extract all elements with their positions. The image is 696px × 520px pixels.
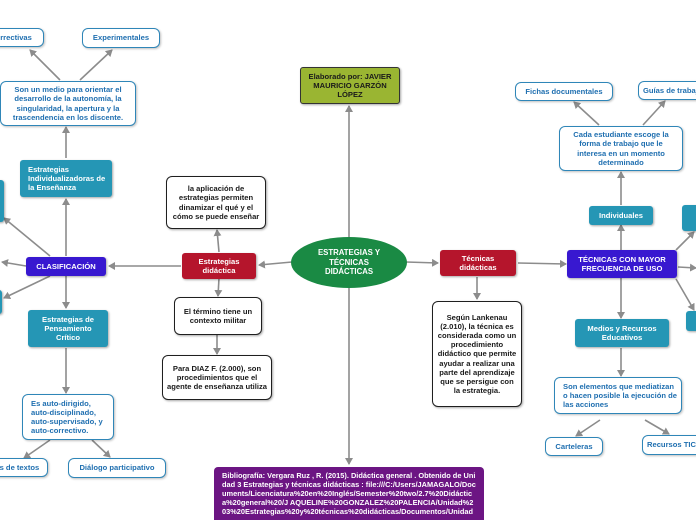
guias-trabajo-label: Guías de trabajo <box>643 85 696 95</box>
pensamiento-description-node[interactable]: Es auto-dirigido, auto-disciplinado, aut… <box>22 394 114 440</box>
frequent-techniques-node[interactable]: TÉCNICAS CON MAYOR FRECUENCIA DE USO <box>567 250 677 278</box>
individuales-description-text: Cada estudiante escoge la forma de traba… <box>573 130 669 167</box>
link-description-carteleras <box>575 419 601 437</box>
frequent-techniques-label: TÉCNICAS CON MAYOR FRECUENCIA DE USO <box>578 254 666 273</box>
author-text: Elaborado por: JAVIER MAURICIO GARZÓN LÓ… <box>308 71 392 100</box>
bibliography-text: Bibliografía: Vergara Ruz , R. (2015). D… <box>222 471 476 516</box>
individualizadoras-description-node[interactable]: Son un medio para orientar el desarrollo… <box>0 81 136 126</box>
lankenau-definition-node[interactable]: Según Lankenau (2.010), la técnica es co… <box>432 301 522 407</box>
strategies-definition-text: la aplicación de estrategias permiten di… <box>172 184 260 221</box>
pensamiento-critico-node[interactable]: Estrategias de Pensamiento Crítico <box>28 310 108 347</box>
pensamiento-description-text: Es auto-dirigido, auto-disciplinado, aut… <box>31 398 103 436</box>
offscreen-node-lower[interactable] <box>0 290 2 314</box>
classification-label: CLASIFICACIÓN <box>36 261 96 271</box>
offscreen-node-right-upper[interactable] <box>682 205 696 231</box>
military-term-text: El término tiene un contexto militar <box>183 306 253 325</box>
fichas-documentales-node[interactable]: Fichas documentales <box>515 82 613 101</box>
author-node[interactable]: Elaborado por: JAVIER MAURICIO GARZÓN LÓ… <box>300 67 400 104</box>
bibliography-node[interactable]: Bibliografía: Vergara Ruz , R. (2015). D… <box>214 467 484 520</box>
link-description-fichas <box>573 101 600 126</box>
experimentales-label: Experimentales <box>92 33 150 43</box>
analisis-textos-label: Análisis de textos <box>0 462 40 472</box>
techniques-label: Técnicas didácticas <box>459 253 497 272</box>
link-central-techniques <box>405 258 439 267</box>
individuales-label: Individuales <box>599 210 643 220</box>
dialogo-participativo-label: Diálogo participativo <box>79 463 155 473</box>
link-frequent-offscreen-lower <box>675 278 695 311</box>
medios-description-node[interactable]: Son elementos que mediatizan o hacen pos… <box>554 377 682 414</box>
link-description-textos <box>23 439 51 459</box>
medios-recursos-node[interactable]: Medios y Recursos Educativos <box>575 319 669 347</box>
military-term-node[interactable]: El término tiene un contexto militar <box>174 297 262 335</box>
strategies-node[interactable]: Estrategias didáctica <box>182 253 256 279</box>
lankenau-definition-text: Según Lankenau (2.010), la técnica es co… <box>437 313 517 395</box>
link-description-experimentales <box>79 49 113 81</box>
link-classification-offscreen <box>1 259 27 267</box>
link-techniques-frequent <box>517 259 567 268</box>
offscreen-node-upper[interactable] <box>0 180 4 222</box>
correctivas-label: Correctivas <box>0 32 32 42</box>
link-description-correctivas <box>29 49 61 81</box>
individualizadoras-label: Estrategias Individualizadoras de la Ens… <box>28 164 106 193</box>
link-strategies-term <box>214 277 223 297</box>
analisis-textos-node[interactable]: Análisis de textos <box>0 458 48 477</box>
offscreen-node-right-lower[interactable] <box>686 311 696 331</box>
link-classification-offscreen-upper <box>3 217 51 257</box>
individuales-node[interactable]: Individuales <box>589 206 653 225</box>
correctivas-node[interactable]: Correctivas <box>0 28 44 47</box>
central-topic-text: ESTRATEGIAS Y TÉCNICAS DIDÁCTICAS <box>317 248 381 277</box>
individualizadoras-description-text: Son un medio para orientar el desarrollo… <box>12 85 124 122</box>
carteleras-label: Carteleras <box>555 441 593 451</box>
classification-node[interactable]: CLASIFICACIÓN <box>26 257 106 276</box>
medios-description-text: Son elementos que mediatizan o hacen pos… <box>563 381 677 410</box>
recursos-tic-label: Recursos TIC <box>647 440 696 450</box>
carteleras-node[interactable]: Carteleras <box>545 437 603 456</box>
individualizadoras-node[interactable]: Estrategias Individualizadoras de la Ens… <box>20 160 112 197</box>
dialogo-participativo-node[interactable]: Diálogo participativo <box>68 458 166 478</box>
fichas-documentales-label: Fichas documentales <box>525 86 603 96</box>
techniques-node[interactable]: Técnicas didácticas <box>440 250 516 276</box>
link-description-recursos <box>644 419 670 435</box>
link-description-guias <box>642 100 666 126</box>
experimentales-node[interactable]: Experimentales <box>82 28 160 48</box>
pensamiento-critico-label: Estrategias de Pensamiento Crítico <box>42 314 94 343</box>
link-description-dialogo <box>91 439 111 458</box>
link-frequent-offscreen-middle <box>677 263 696 272</box>
medios-recursos-label: Medios y Recursos Educativos <box>587 323 657 342</box>
diaz-definition-text: Para DIAZ F. (2.000), son procedimientos… <box>167 363 268 392</box>
strategies-definition-node[interactable]: la aplicación de estrategias permiten di… <box>166 176 266 229</box>
link-classification-offscreen-lower <box>3 275 51 300</box>
individuales-description-node[interactable]: Cada estudiante escoge la forma de traba… <box>559 126 683 171</box>
central-topic[interactable]: ESTRATEGIAS Y TÉCNICAS DIDÁCTICAS <box>291 237 407 288</box>
diaz-definition-node[interactable]: Para DIAZ F. (2.000), son procedimientos… <box>162 355 272 400</box>
link-frequent-offscreen-upper <box>675 231 695 251</box>
link-strategies-definition <box>213 229 222 253</box>
link-central-strategies <box>258 260 293 269</box>
recursos-tic-node[interactable]: Recursos TIC <box>642 435 696 455</box>
strategies-label: Estrategias didáctica <box>198 256 240 275</box>
guias-trabajo-node[interactable]: Guías de trabajo <box>638 81 696 100</box>
